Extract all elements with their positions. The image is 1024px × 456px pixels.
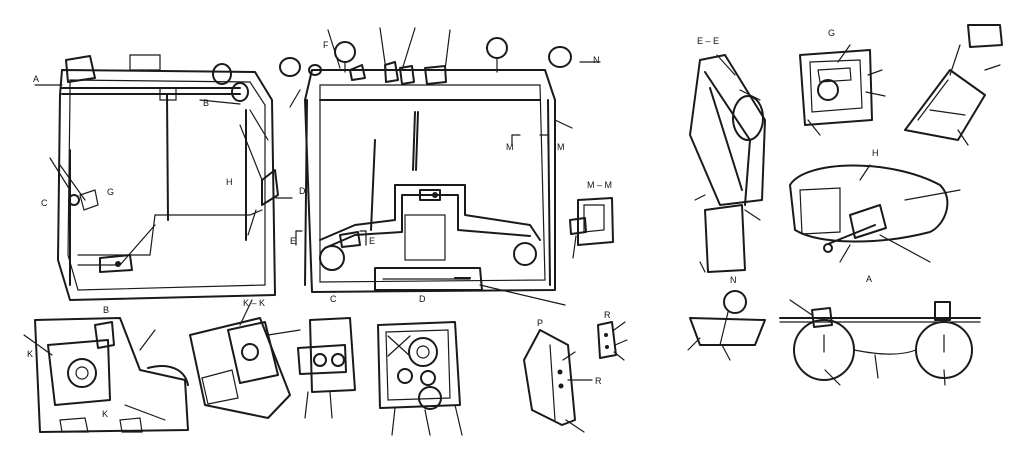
label-k-left: K (27, 349, 33, 359)
detail-bracket (904, 24, 1003, 146)
cab-side-view: A B C G H B (33, 54, 293, 315)
label-c-bottom: C (330, 294, 337, 304)
detail-h-door: H A (789, 148, 961, 284)
label-g-title: G (828, 28, 835, 38)
section-m-m: M – M (569, 180, 614, 259)
detail-c-clamp (297, 317, 356, 419)
detail-n-lamp: N (687, 275, 766, 361)
label-e-left: E (290, 236, 296, 246)
label-h-title: H (872, 148, 879, 158)
label-d-side: D (299, 186, 306, 196)
label-e-e-title: E – E (697, 36, 719, 46)
label-h-left: H (226, 177, 233, 187)
detail-lamps-bar (779, 299, 981, 386)
label-f-top: F (323, 40, 329, 50)
section-e-e: E – E (689, 36, 766, 273)
detail-p: P R (523, 318, 602, 433)
label-m-right: M (557, 142, 565, 152)
label-g-left: G (107, 187, 114, 197)
label-b-bottom: B (103, 305, 109, 315)
label-e-right: E (369, 236, 375, 246)
detail-g: G (799, 28, 886, 136)
label-a-detail: A (866, 274, 872, 284)
label-b-top: B (203, 98, 209, 108)
detail-k: K K (23, 317, 189, 433)
label-k-k-title: K – K (243, 298, 265, 308)
label-n-top: N (593, 55, 600, 65)
label-c-left: C (41, 198, 48, 208)
label-a-top: A (33, 74, 39, 84)
label-k-lower: K (102, 409, 108, 419)
label-r: R (604, 310, 611, 320)
label-m-m-title: M – M (587, 180, 612, 190)
cab-front-view: F N D E E C D M M (279, 27, 601, 306)
detail-d-lamp (377, 321, 463, 436)
detail-r: R (597, 310, 628, 361)
section-k-k: K – K (189, 298, 301, 419)
label-n-detail: N (730, 275, 737, 285)
label-d-bottom: D (419, 294, 426, 304)
label-p: P (537, 318, 543, 328)
label-m-left: M (506, 142, 514, 152)
label-r-lower: R (595, 376, 602, 386)
